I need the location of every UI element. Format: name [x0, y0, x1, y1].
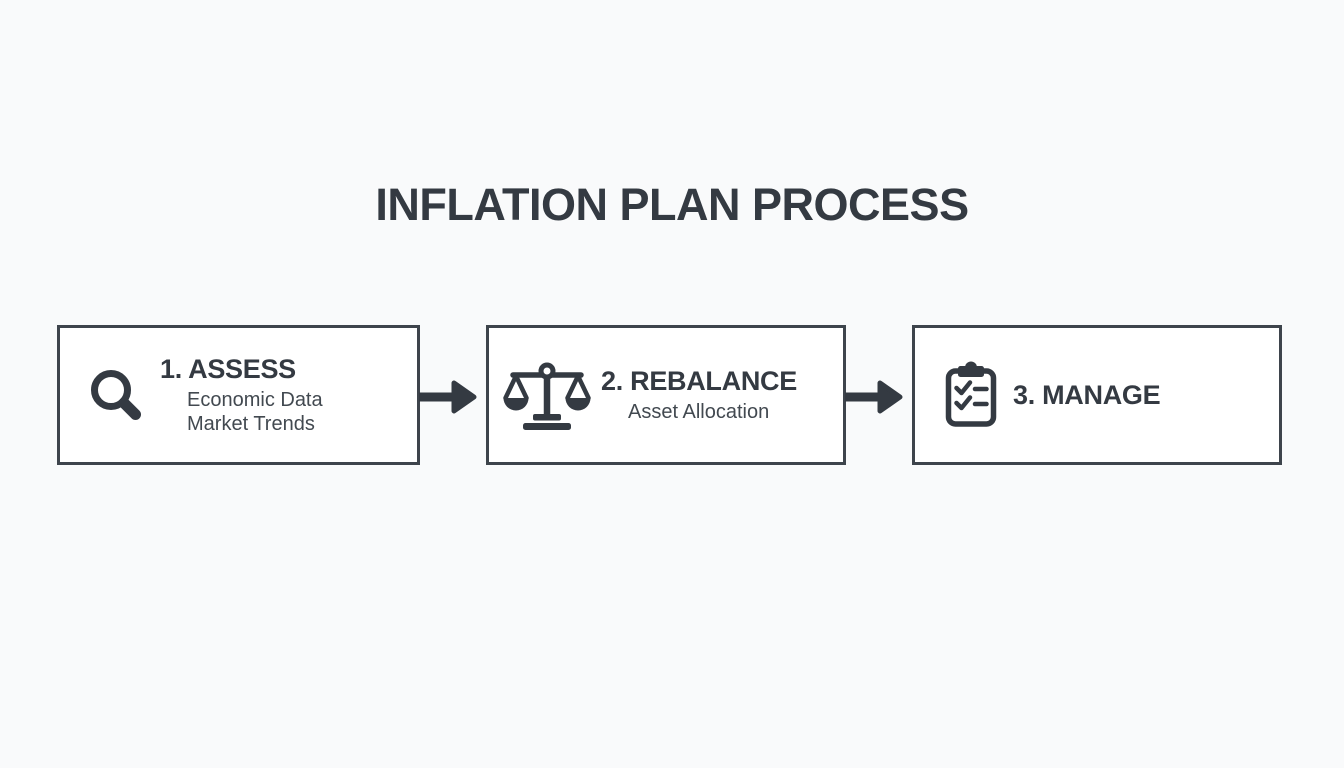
step-label: 2. REBALANCE: [601, 366, 797, 396]
step-text: 1. ASSESS Economic Data Market Trends: [160, 354, 323, 436]
step-text: 3. MANAGE: [1013, 379, 1161, 411]
step-box-manage: 3. MANAGE: [912, 325, 1282, 465]
page-title: INFLATION PLAN PROCESS: [375, 179, 969, 230]
step-subline: Market Trends: [187, 413, 315, 435]
arrow-right-icon: [845, 380, 903, 414]
step-box-rebalance: 2. REBALANCE Asset Allocation: [486, 325, 846, 465]
step-label: 3. MANAGE: [1013, 379, 1161, 410]
step-subline: Economic Data: [187, 389, 323, 411]
step-subline: Asset Allocation: [628, 401, 770, 423]
step-label: 1. ASSESS: [160, 354, 296, 384]
step-box-assess: 1. ASSESS Economic Data Market Trends: [57, 325, 420, 465]
balance-scale-icon: [502, 360, 592, 430]
arrow-right-icon: [419, 380, 477, 414]
clipboard-checklist-icon: [944, 361, 998, 429]
magnifier-icon: [87, 366, 145, 424]
step-text: 2. REBALANCE Asset Allocation: [601, 366, 797, 424]
